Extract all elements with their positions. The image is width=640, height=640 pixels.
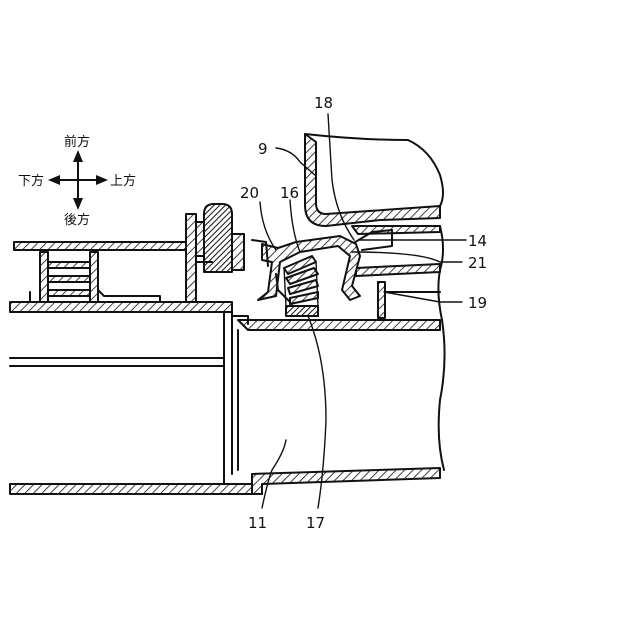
ref-18: 18 (314, 94, 333, 112)
arrow-up-icon (73, 150, 83, 162)
ref-20: 20 (240, 184, 259, 202)
ref-9: 9 (258, 140, 268, 158)
ref-16: 16 (280, 184, 299, 202)
channel-bottom-wall (252, 468, 440, 494)
spring (284, 256, 318, 316)
ref-11: 11 (248, 514, 267, 532)
arrow-left-icon (48, 175, 60, 185)
direction-front-label: 前方 (64, 134, 90, 150)
arrow-down-icon (73, 198, 83, 210)
ref-19: 19 (468, 294, 487, 312)
ref-14: 14 (468, 232, 487, 250)
middle-plate (356, 264, 440, 276)
arrow-right-icon (96, 175, 108, 185)
direction-upper-label: 上方 (110, 173, 136, 189)
ref-17: 17 (306, 514, 325, 532)
post-block (186, 204, 244, 302)
upper-housing (305, 134, 443, 226)
direction-lower-label: 下方 (18, 173, 44, 189)
upper-shelf (352, 226, 440, 234)
channel-top-wall (238, 320, 440, 330)
ref-21: 21 (468, 254, 487, 272)
side-wall (378, 282, 385, 318)
direction-rear-label: 後方 (64, 212, 90, 228)
lower-left-box (10, 302, 252, 494)
left-top-plate (14, 242, 196, 250)
direction-indicator: 前方 下方 上方 後方 (18, 134, 136, 228)
connector-stack (30, 252, 160, 308)
